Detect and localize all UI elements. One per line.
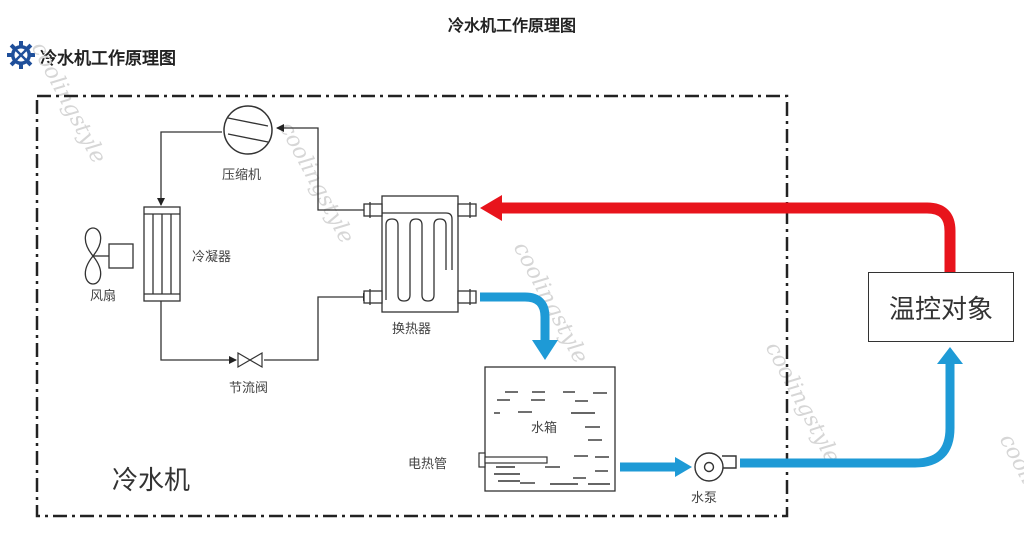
return-water-flow <box>480 195 956 272</box>
condenser-label: 冷凝器 <box>192 250 232 265</box>
condenser-icon <box>143 206 181 302</box>
water-tank-icon <box>484 366 616 492</box>
logo-title: 冷水机工作原理图 <box>40 49 176 69</box>
supply-water-flow <box>480 292 955 472</box>
chiller-diagram <box>35 94 963 518</box>
refrigerant-loop <box>157 124 372 364</box>
heat-exchanger-label: 换热器 <box>392 322 432 337</box>
fan-icon <box>84 227 134 285</box>
compressor-icon <box>223 105 273 155</box>
electric-heater-label: 电热管 <box>408 457 448 472</box>
expansion-valve-label: 节流阀 <box>229 381 269 396</box>
flow-arrowheads-blue <box>532 340 963 477</box>
compressor-label: 压缩机 <box>222 168 262 183</box>
water-pump-icon <box>694 452 737 482</box>
expansion-valve-icon <box>237 351 263 369</box>
water-tank-label: 水箱 <box>531 421 558 436</box>
electric-heater-icon <box>478 452 548 468</box>
chiller-label: 冷水机 <box>112 466 191 496</box>
gear-icon <box>6 40 36 70</box>
water-pump-label: 水泵 <box>691 491 718 506</box>
chiller-enclosure <box>35 94 789 518</box>
controlled-object-box: 温控对象 <box>868 272 1014 342</box>
heat-exchanger-icon <box>363 195 477 313</box>
diagram-title: 冷水机工作原理图 <box>447 16 576 35</box>
fan-label: 风扇 <box>90 289 117 304</box>
